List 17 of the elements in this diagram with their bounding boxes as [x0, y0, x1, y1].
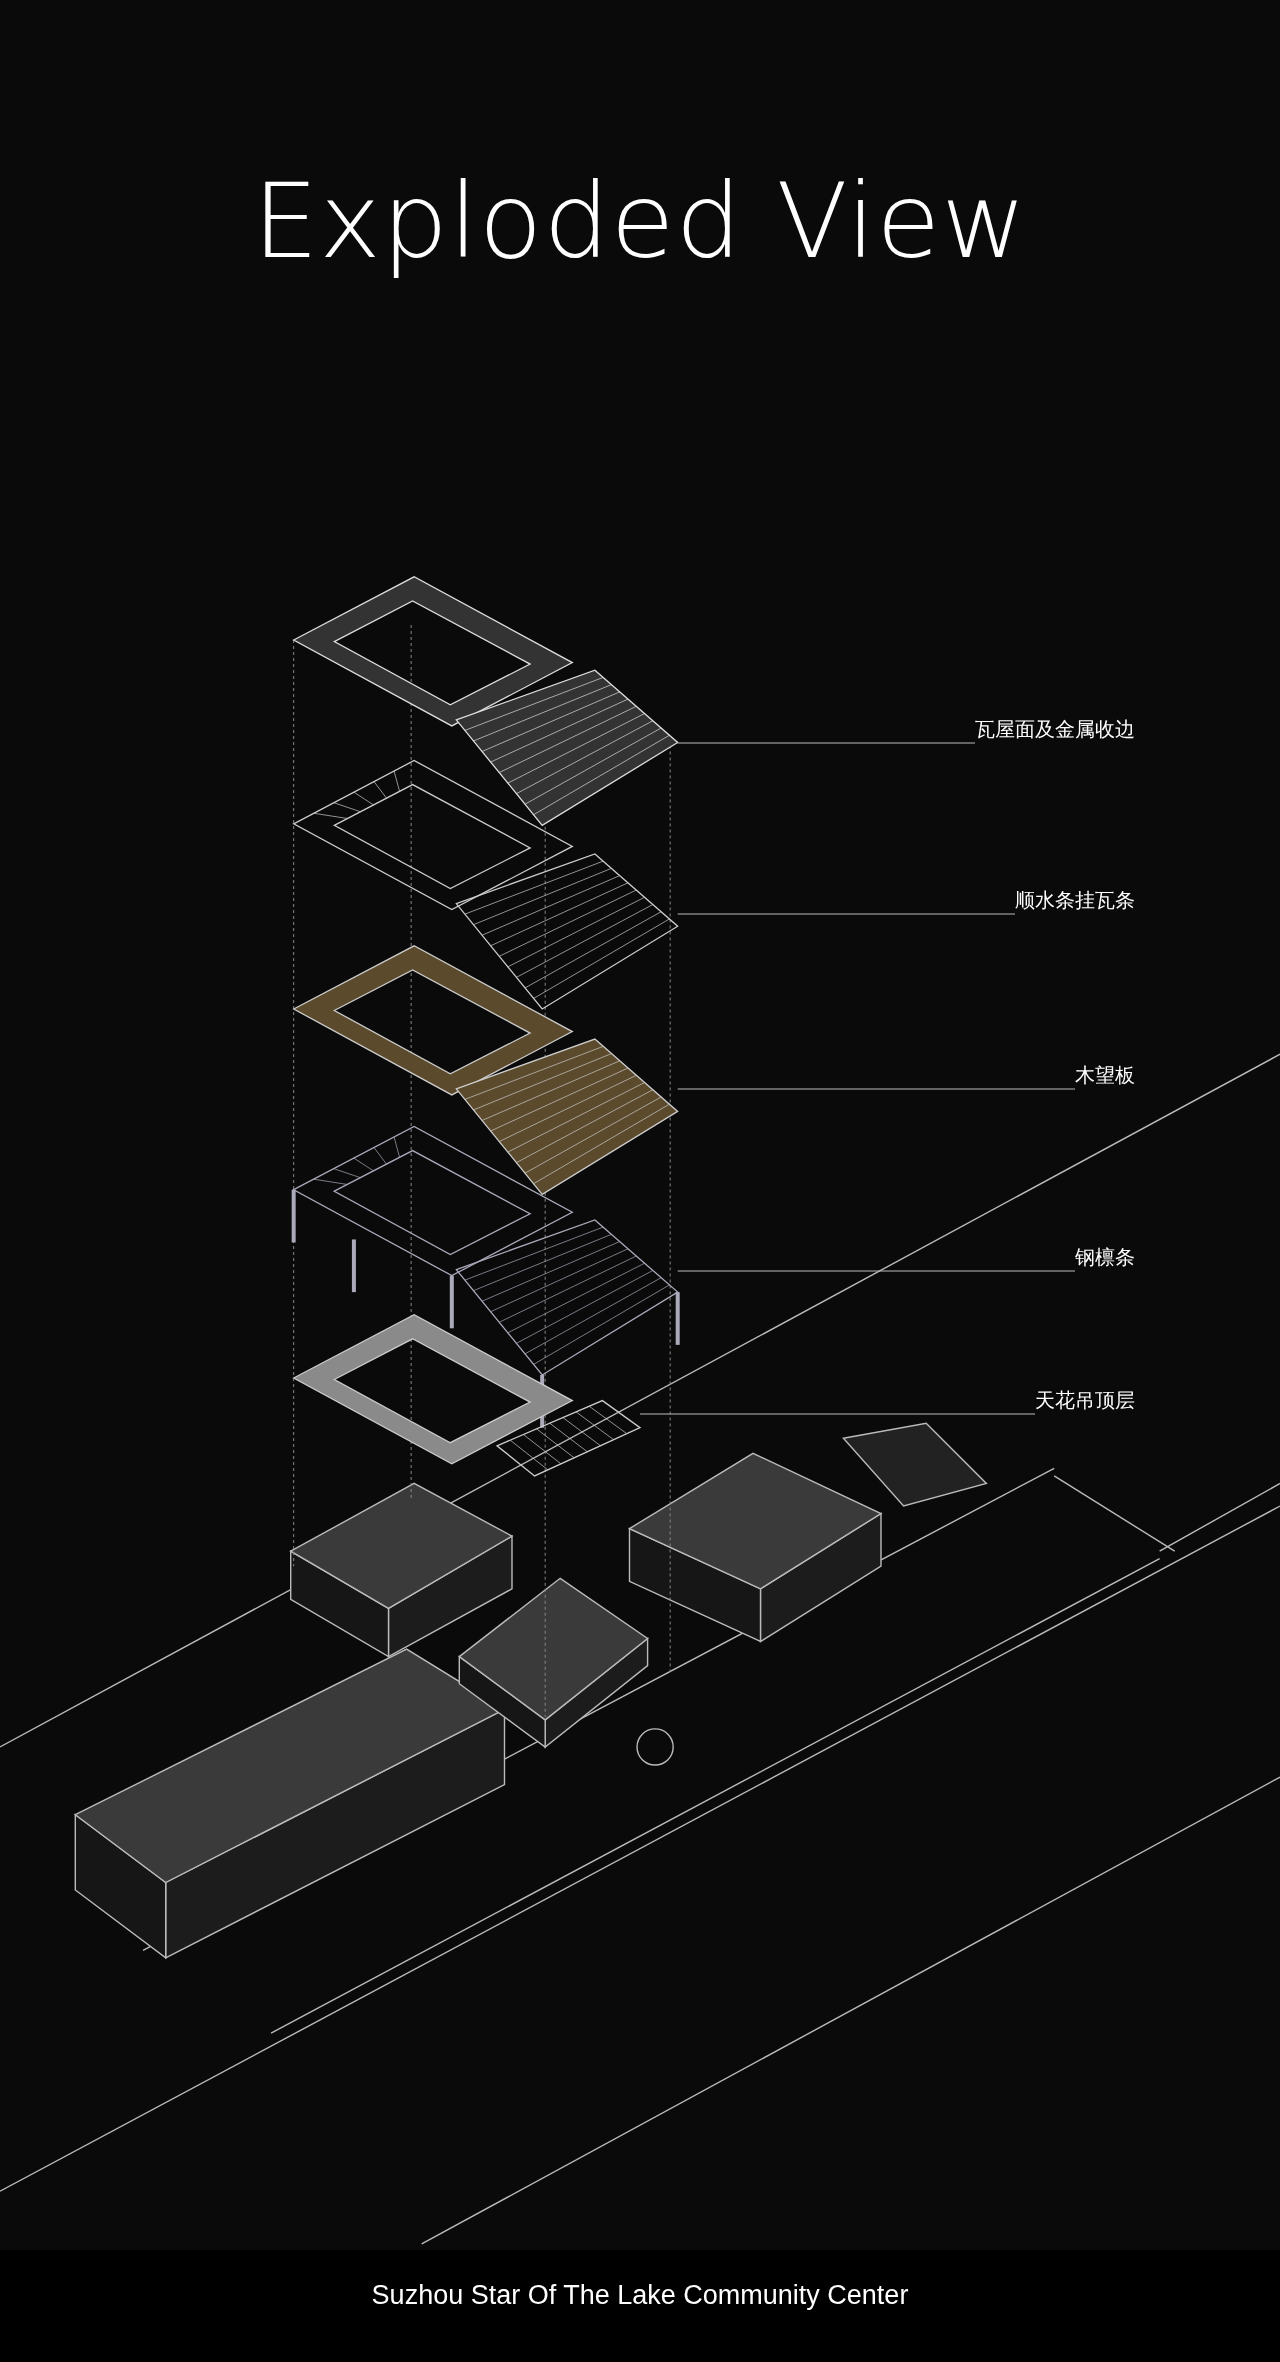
layer-label: 木望板: [1075, 1062, 1135, 1089]
ceiling-layer: [292, 1313, 642, 1477]
leader-line: [677, 1088, 1076, 1090]
layer-label: 钢檩条: [1075, 1244, 1135, 1271]
steel-purlin-layer: [291, 1125, 680, 1428]
roof-tile-layer: [292, 576, 679, 827]
leader-line: [677, 742, 976, 744]
layer-label: 天花吊顶层: [1035, 1387, 1135, 1414]
leader-line: [677, 1270, 1076, 1272]
leader-line: [639, 1413, 1036, 1415]
leader-line: [677, 913, 1016, 915]
caption: Suzhou Star Of The Lake Community Center: [370, 2280, 910, 2311]
batten-layer: [292, 759, 679, 1010]
title: Exploded View: [251, 160, 1029, 282]
layer-label: 顺水条挂瓦条: [1015, 887, 1135, 914]
layer-label: 瓦屋面及金属收边: [975, 716, 1135, 743]
timber-board-layer: [292, 945, 679, 1196]
